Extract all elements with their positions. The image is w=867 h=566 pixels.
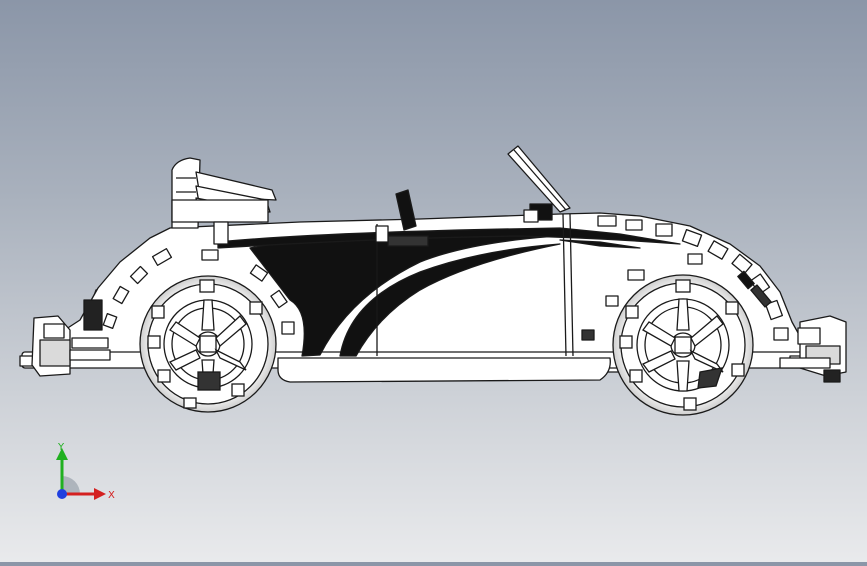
z-axis-dot (57, 489, 67, 499)
y-axis-arrowhead (56, 448, 68, 460)
folded-roof (171, 157, 277, 245)
body-tabs (102, 215, 789, 341)
front-wheel (612, 274, 754, 416)
y-axis-label: Y (57, 442, 65, 453)
coordinate-triad: Y X (56, 442, 115, 501)
running-board (277, 357, 611, 383)
windshield (507, 145, 571, 223)
rear-bumper-detail (69, 299, 111, 361)
triad-plane (62, 476, 80, 494)
rear-wheel (139, 275, 277, 413)
x-axis-arrowhead (94, 488, 106, 500)
steering-column (395, 189, 417, 231)
x-axis-label: X (108, 490, 115, 501)
